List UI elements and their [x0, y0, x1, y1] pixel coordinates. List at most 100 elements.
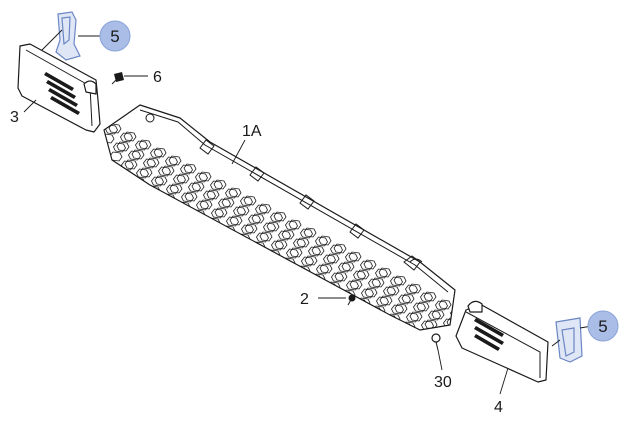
mesh-cell	[213, 179, 227, 190]
mesh-cell	[361, 288, 374, 299]
callout-right-cover: 4	[494, 399, 503, 416]
mesh-cell	[401, 293, 415, 304]
mesh-cell	[345, 252, 358, 263]
mesh-cell	[349, 279, 363, 290]
mesh-cell	[256, 232, 269, 243]
mesh-cell	[379, 295, 393, 306]
mesh-cell	[198, 171, 212, 182]
mesh-cell	[211, 208, 224, 219]
mesh-cell	[270, 212, 283, 223]
mesh-cell	[354, 298, 367, 309]
mesh-cell	[113, 142, 126, 153]
mesh-cell	[424, 319, 438, 330]
mesh-cell	[463, 354, 475, 363]
leader-right-cover	[499, 367, 509, 395]
screw-part	[347, 294, 356, 306]
mesh-cell	[460, 355, 472, 364]
clip-part	[111, 72, 124, 85]
mesh-cell	[402, 321, 416, 330]
mesh-cell	[263, 222, 276, 233]
mesh-cell	[309, 274, 322, 285]
mesh-cell	[138, 139, 152, 150]
mesh-cell	[330, 244, 343, 255]
mesh-cell	[369, 306, 382, 317]
mesh-cell	[398, 294, 411, 305]
mesh-cell	[191, 181, 205, 192]
mesh-cell	[259, 231, 273, 242]
mesh-cell	[131, 149, 145, 160]
mesh-cell	[184, 191, 198, 202]
left-cover-vents	[44, 72, 80, 115]
mesh-cell	[249, 242, 262, 253]
mesh-cell	[346, 280, 359, 291]
mesh-cell	[423, 291, 437, 302]
mesh-cell	[428, 310, 441, 321]
mesh-cell	[146, 157, 160, 168]
mesh-cell	[168, 155, 182, 166]
mesh-cell	[475, 363, 487, 372]
callout-screw: 2	[300, 291, 309, 308]
mesh-cell	[129, 178, 142, 189]
mesh-cell	[405, 284, 418, 295]
mesh-cell	[226, 216, 239, 227]
mesh-cell	[331, 272, 344, 283]
mesh-cell	[318, 235, 332, 246]
mesh-cell	[229, 215, 243, 226]
mesh-cell	[296, 237, 310, 248]
mesh-cell	[255, 204, 268, 215]
mesh-cell	[166, 184, 179, 195]
mesh-cell	[188, 182, 201, 193]
mesh-cell	[415, 331, 427, 340]
mesh-cell	[123, 131, 137, 142]
mesh-cell	[304, 255, 318, 266]
push-pin-part	[431, 333, 441, 351]
mesh-cell	[206, 189, 220, 200]
right-cover-vents	[474, 318, 504, 351]
mesh-cell	[353, 270, 366, 281]
mesh-cell	[214, 207, 228, 218]
callout-badge-bracket-left	[99, 20, 131, 52]
mesh-cell	[303, 227, 317, 238]
mesh-cell	[139, 167, 153, 178]
mesh-cell	[368, 278, 381, 289]
mesh-cell	[158, 166, 171, 177]
mesh-cell	[136, 168, 149, 179]
mesh-cell	[445, 347, 457, 356]
leader-push-pin	[437, 349, 443, 371]
mesh-cell	[274, 239, 288, 250]
mesh-cell	[150, 148, 163, 159]
mesh-cell	[319, 263, 333, 274]
mesh-cell	[161, 165, 175, 176]
mesh-cell	[371, 277, 385, 288]
mesh-cell	[301, 256, 314, 267]
callout-bracket-left: 5	[110, 27, 119, 46]
mesh-cell	[203, 190, 216, 201]
callout-left-cover: 3	[10, 109, 19, 126]
mesh-cell	[183, 163, 197, 174]
mesh-cell	[288, 219, 302, 230]
mesh-cell	[308, 246, 321, 257]
leader-grille	[231, 139, 246, 165]
mesh-cell	[420, 292, 433, 303]
mesh-cell	[383, 286, 396, 297]
mesh-cell	[493, 370, 505, 379]
mesh-cell	[124, 159, 138, 170]
mesh-cell	[199, 199, 213, 210]
mesh-cell	[399, 322, 412, 330]
leader-left-cover	[23, 99, 37, 113]
callout-clip: 6	[153, 69, 162, 86]
mesh-cell	[324, 282, 337, 293]
mesh-cell	[278, 230, 291, 241]
left-end-cover	[17, 43, 101, 133]
mesh-cell	[151, 176, 164, 187]
mesh-cell	[364, 287, 378, 298]
mesh-cell	[243, 195, 257, 206]
mesh-cell	[285, 220, 298, 231]
callout-push-pin: 30	[434, 374, 452, 391]
mesh-cell	[251, 213, 265, 224]
mesh-cell	[241, 224, 254, 235]
mesh-cell	[236, 205, 250, 216]
mesh-cell	[393, 275, 407, 286]
